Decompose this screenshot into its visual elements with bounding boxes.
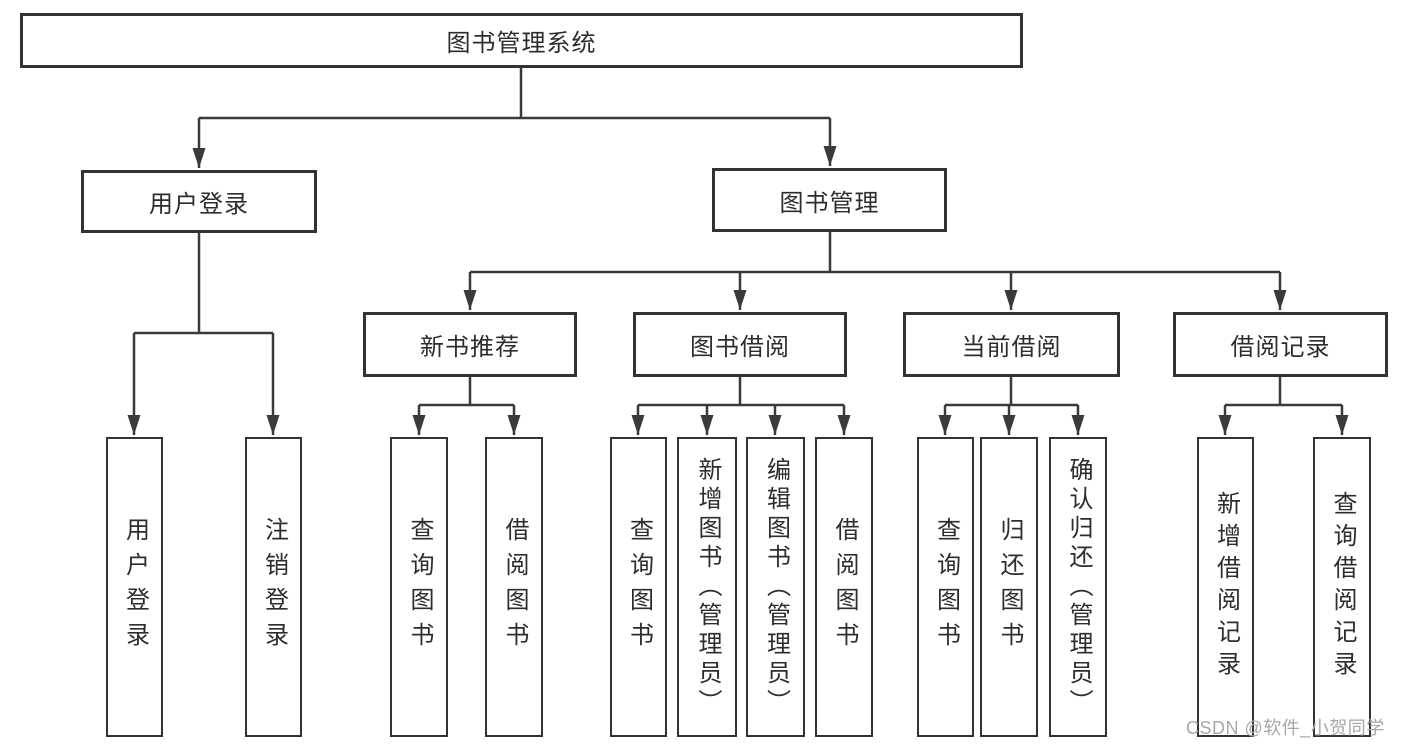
leaf-search-borrow-record-label: 查询借阅记录: [1329, 491, 1356, 683]
leaf-confirm-return-admin: 确认归还（管理员）: [1049, 437, 1107, 737]
csdn-watermark: CSDN @软件_小贺同学: [1186, 718, 1385, 738]
node-user-login: 用户登录: [81, 170, 317, 233]
leaf-confirm-return-admin-label: 确认归还（管理员）: [1065, 456, 1092, 718]
leaf-search-books-2-label: 查询图书: [625, 517, 653, 657]
leaf-add-book-admin: 新增图书（管理员）: [677, 437, 737, 737]
leaf-search-books-3: 查询图书: [917, 437, 974, 737]
node-new-book-recommendation: 新书推荐: [363, 312, 577, 377]
node-current-borrowing: 当前借阅: [903, 312, 1120, 377]
leaf-search-books-1-label: 查询图书: [406, 517, 433, 657]
leaf-search-borrow-record: 查询借阅记录: [1313, 437, 1371, 737]
leaf-edit-book-admin: 编辑图书（管理员）: [746, 437, 805, 737]
leaf-borrow-books-1: 借阅图书: [485, 437, 543, 737]
node-book-management: 图书管理: [712, 168, 947, 232]
node-system-root: 图书管理系统: [20, 13, 1023, 68]
leaf-search-books-3-label: 查询图书: [932, 517, 960, 657]
leaf-add-borrow-record: 新增借阅记录: [1197, 437, 1254, 737]
leaf-add-borrow-record-label: 新增借阅记录: [1212, 491, 1240, 683]
leaf-borrow-books-1-label: 借阅图书: [501, 517, 528, 657]
connector-group: [127, 67, 1349, 435]
leaf-add-book-admin-label: 新增图书（管理员）: [694, 456, 721, 718]
node-book-borrowing: 图书借阅: [633, 312, 847, 377]
leaf-search-books-1: 查询图书: [390, 437, 448, 737]
leaf-return-book: 归还图书: [980, 437, 1038, 737]
leaf-return-book-label: 归还图书: [996, 517, 1023, 657]
leaf-logout: 注销登录: [245, 437, 302, 737]
leaf-search-books-2: 查询图书: [610, 437, 667, 737]
leaf-borrow-books-2: 借阅图书: [815, 437, 873, 737]
leaf-borrow-books-2-label: 借阅图书: [831, 517, 858, 657]
node-borrowing-records: 借阅记录: [1173, 312, 1388, 377]
leaf-logout-label: 注销登录: [260, 517, 288, 657]
leaf-user-login: 用户登录: [106, 437, 163, 737]
leaf-edit-book-admin-label: 编辑图书（管理员）: [762, 456, 790, 718]
leaf-user-login-label: 用户登录: [121, 517, 149, 657]
